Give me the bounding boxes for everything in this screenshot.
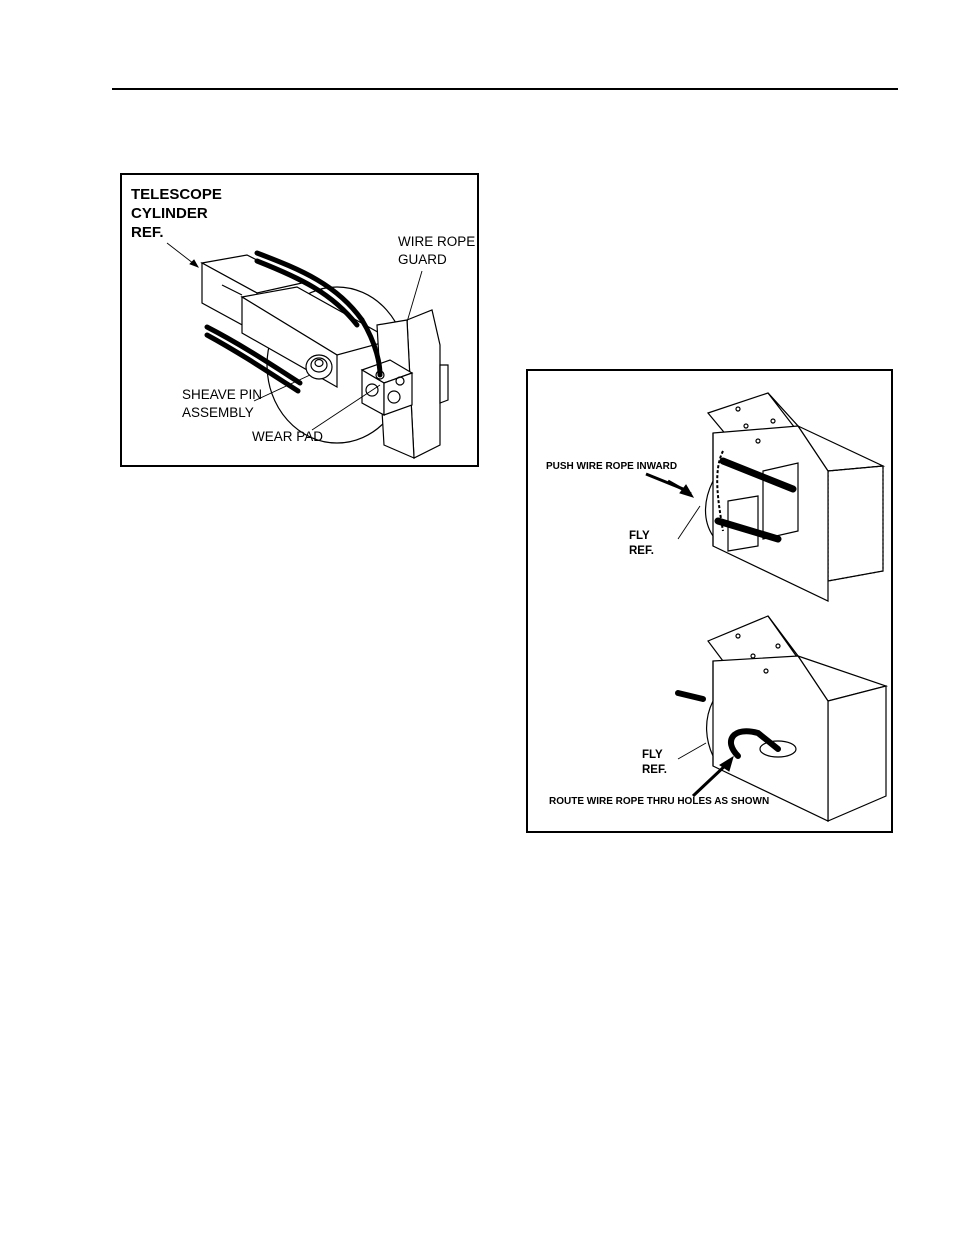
- telescope-cylinder-ref-label: TELESCOPE CYLINDER REF.: [131, 185, 222, 242]
- header-rule: [112, 88, 898, 90]
- sheave-pin-assembly-label: SHEAVE PIN ASSEMBLY: [182, 386, 262, 422]
- figure-wire-rope-guard: TELESCOPE CYLINDER REF. WIRE ROPE GUARD …: [120, 173, 479, 467]
- route-wire-rope-label: ROUTE WIRE ROPE THRU HOLES AS SHOWN: [549, 797, 769, 807]
- wear-pad-label: WEAR PAD: [252, 428, 323, 446]
- figure-wire-rope-routing: PUSH WIRE ROPE INWARD FLY REF. FLY REF. …: [526, 369, 893, 833]
- wire-rope-guard-label: WIRE ROPE GUARD: [398, 233, 475, 269]
- fly-ref-bottom-label: FLY REF.: [642, 748, 667, 778]
- fly-ref-top-label: FLY REF.: [629, 529, 654, 559]
- wire-rope-routing-illustration: [528, 371, 891, 831]
- push-wire-rope-inward-label: PUSH WIRE ROPE INWARD: [546, 462, 677, 472]
